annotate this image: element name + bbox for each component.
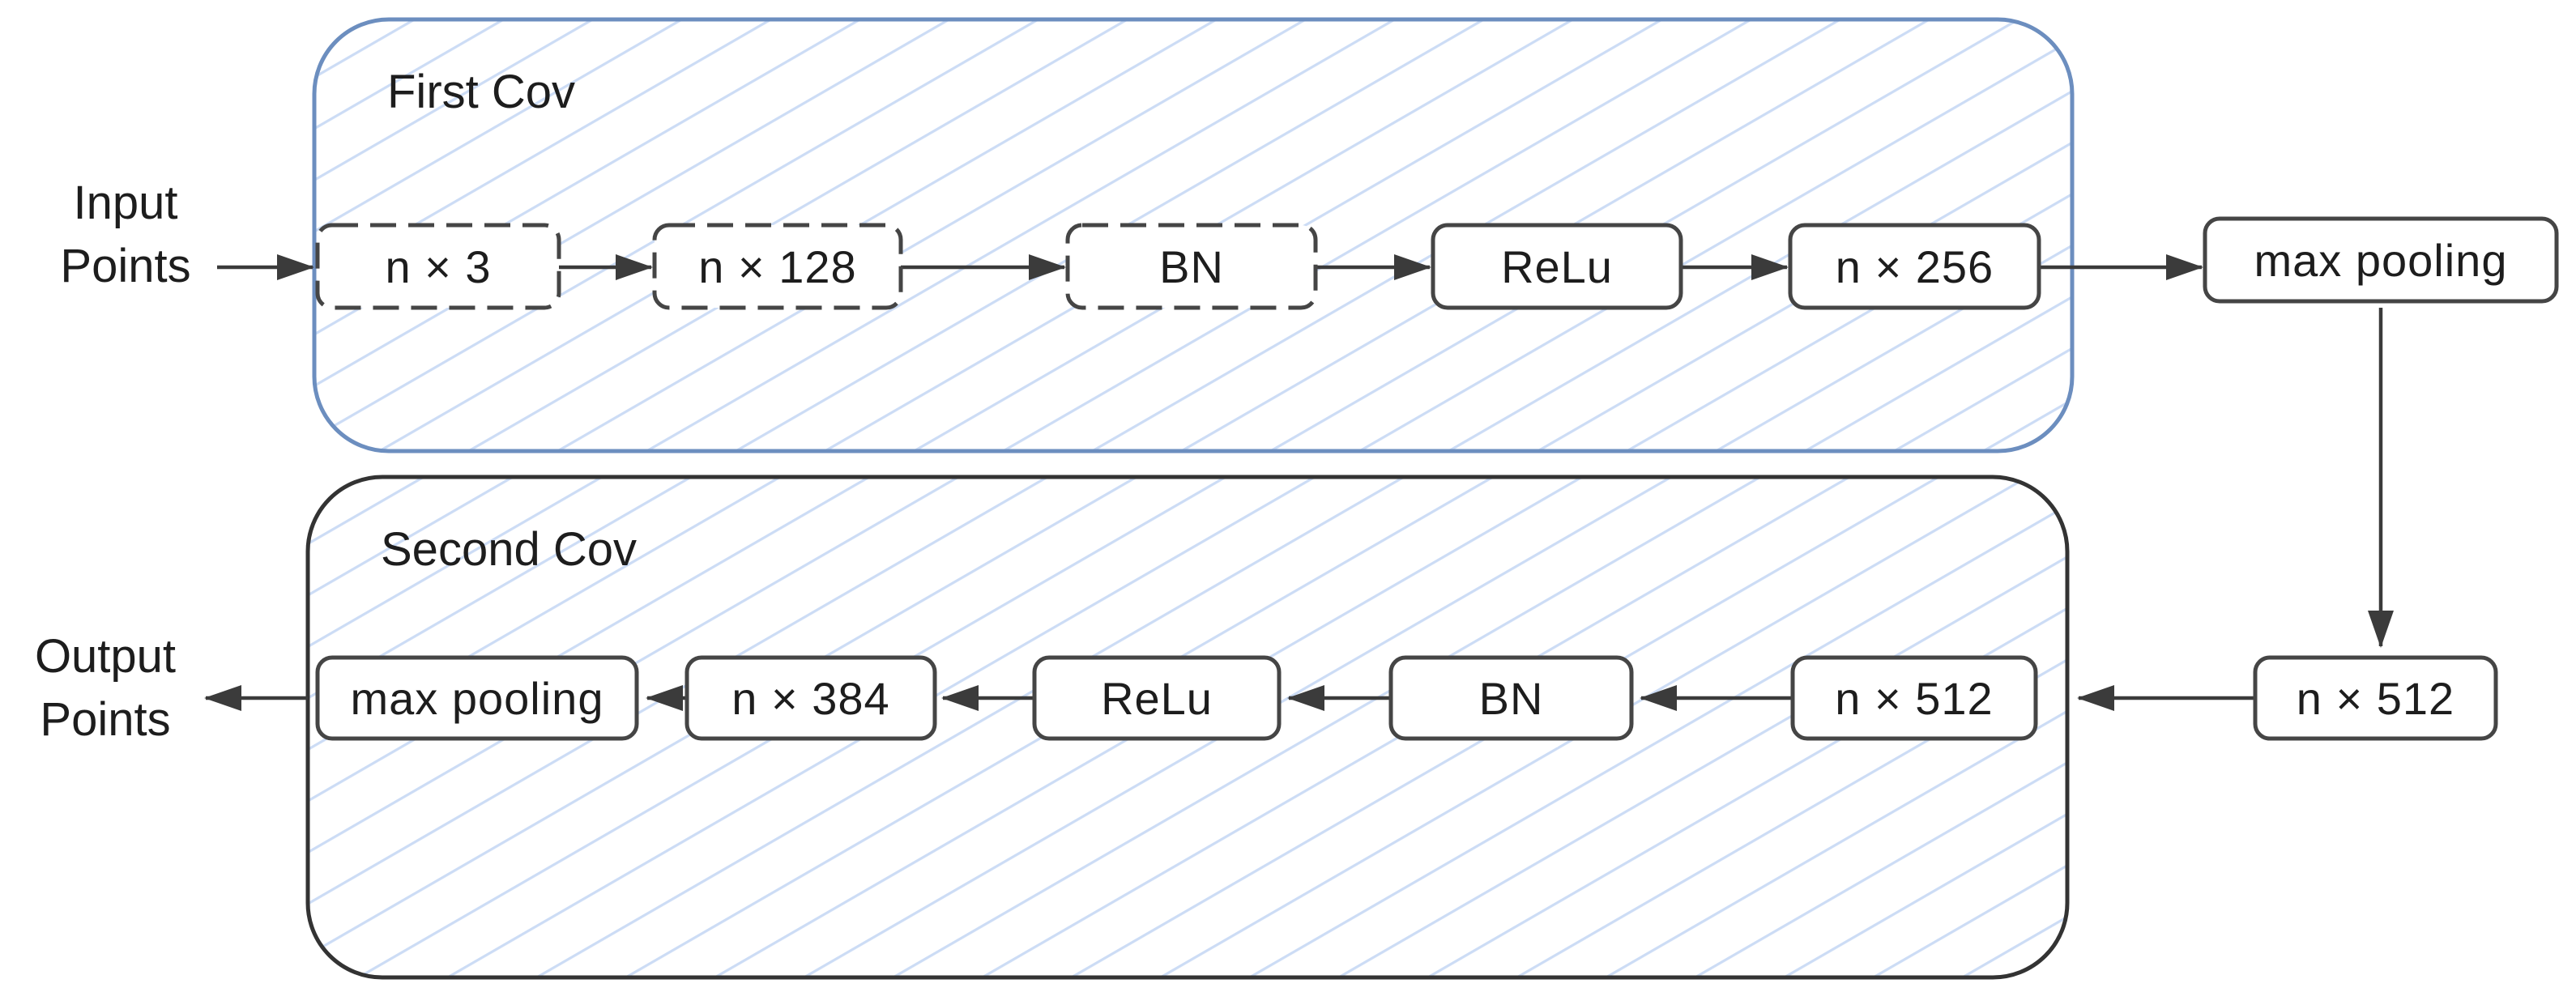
- node-label-n512-right: n × 512: [2296, 672, 2455, 724]
- node-box-maxpooling-top: [2203, 216, 2559, 304]
- node-label-n384: n × 384: [731, 672, 890, 724]
- node-box-relu1: [1431, 223, 1683, 310]
- node-box-relu2: [1032, 655, 1282, 741]
- node-box-bn2: [1388, 655, 1634, 741]
- node-label-bn1: BN: [1159, 241, 1224, 292]
- node-box-n256: [1788, 223, 2041, 310]
- node-label-n3: n × 3: [385, 241, 492, 292]
- input-label-line2: Points: [60, 240, 191, 292]
- node-box-n512-inside: [1790, 655, 2038, 741]
- output-points-label: Output Points: [8, 625, 203, 751]
- node-label-bn2: BN: [1478, 672, 1544, 724]
- input-label-line1: Input: [73, 177, 178, 229]
- node-label-maxpooling2: max pooling: [350, 672, 604, 724]
- second-cov-title: Second Cov: [381, 523, 637, 576]
- node-box-n384: [685, 655, 937, 741]
- output-label-line2: Points: [40, 693, 171, 746]
- node-label-maxpooling-top: max pooling: [2254, 234, 2508, 286]
- input-points-label: Input Points: [24, 172, 227, 298]
- node-box-n512-right: [2253, 655, 2498, 741]
- output-label-line1: Output: [34, 630, 177, 683]
- node-label-n128: n × 128: [698, 241, 857, 292]
- node-label-relu1: ReLu: [1501, 241, 1613, 292]
- node-box-maxpooling2: [315, 655, 639, 741]
- node-label-n256: n × 256: [1835, 241, 1994, 292]
- node-box-bn1: [1065, 223, 1318, 310]
- first-cov-title: First Cov: [387, 66, 575, 118]
- node-label-n512-inside: n × 512: [1835, 672, 1994, 724]
- node-box-n3: [315, 223, 561, 310]
- node-label-relu2: ReLu: [1101, 672, 1213, 724]
- node-box-n128: [652, 223, 903, 310]
